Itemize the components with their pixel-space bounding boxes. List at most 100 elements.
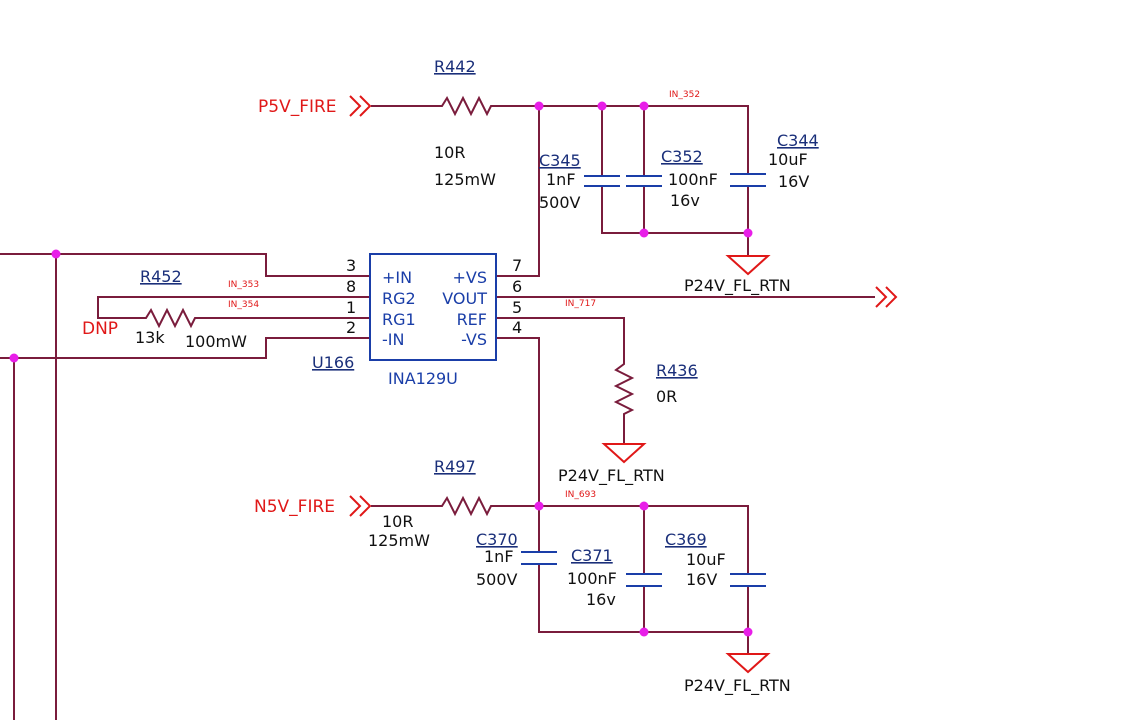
junction-dot [534, 501, 544, 511]
c371-voltage: 16v [586, 590, 616, 609]
c370-voltage: 500V [476, 570, 518, 589]
c344-ref: C344 [777, 131, 819, 150]
r442-value: 10R [434, 143, 465, 162]
r452-value: 13k [135, 328, 165, 347]
ic-body [369, 253, 497, 361]
net-label-dnp: DNP [82, 319, 118, 339]
capacitor-icon [626, 175, 662, 187]
capacitor-c345 [584, 175, 620, 187]
c352-voltage: 16v [670, 191, 700, 210]
wire-ref [497, 317, 625, 359]
ground-icon [725, 653, 771, 674]
r497-power: 125mW [368, 531, 430, 550]
net-label-p5v-fire: P5V_FIRE [258, 97, 337, 117]
c352-value: 100nF [668, 170, 718, 189]
net-label-in-352: IN_352 [669, 90, 700, 100]
pin-number: 2 [346, 318, 356, 337]
resistor-icon [434, 95, 498, 117]
wire-minus-in [0, 337, 371, 359]
wire-plus-in [0, 253, 371, 277]
junction-dot [639, 501, 649, 511]
wire-c345-bot [601, 185, 749, 234]
resistor-r452 [138, 307, 204, 329]
c352-ref: C352 [661, 147, 703, 166]
pin-number: 5 [512, 298, 522, 317]
p5v-port-icon [349, 95, 372, 117]
c345-voltage: 500V [539, 193, 581, 212]
pin-name: RG2 [382, 289, 416, 308]
capacitor-icon [730, 173, 766, 187]
junction-dot [534, 101, 544, 111]
port-arrows [349, 95, 898, 517]
pin-name: -VS [461, 330, 487, 349]
capacitor-c344 [730, 173, 766, 187]
r436-value: 0R [656, 387, 677, 406]
r436-ref: R436 [656, 361, 698, 380]
ground-icon [601, 443, 647, 464]
c344-voltage: 16V [778, 172, 809, 191]
c369-voltage: 16V [686, 570, 717, 589]
pin-name: REF [457, 310, 487, 329]
c345-value: 1nF [546, 170, 576, 189]
resistor-r497 [434, 495, 498, 517]
vout-port-icon [875, 286, 898, 308]
n5v-port-icon [349, 495, 372, 517]
r442-ref: R442 [434, 57, 476, 76]
u166-ref: U166 [312, 353, 354, 372]
junction-dot [9, 353, 19, 363]
junctions [9, 101, 753, 637]
capacitor-icon [730, 573, 766, 587]
c345-ref: C345 [539, 151, 581, 170]
resistor-icon [613, 358, 635, 420]
pin-number: 1 [346, 298, 356, 317]
c371-ref: C371 [571, 546, 613, 565]
r452-power: 100mW [185, 332, 247, 351]
junction-dot [639, 101, 649, 111]
c371-value: 100nF [567, 569, 617, 588]
capacitor-c352 [626, 175, 662, 187]
junction-dot [51, 249, 61, 259]
resistor-r436 [613, 358, 635, 420]
resistor-icon [138, 307, 204, 329]
c370-value: 1nF [484, 547, 514, 566]
net-label-in-354: IN_354 [228, 300, 259, 310]
net-label-n5v-fire: N5V_FIRE [254, 497, 335, 517]
wire-rg2 [97, 296, 371, 319]
ground-icon [725, 255, 771, 276]
ground-label: P24V_FL_RTN [684, 276, 791, 296]
pin-name: +VS [452, 268, 487, 287]
capacitor-icon [521, 551, 557, 565]
pin-name: -IN [382, 330, 404, 349]
pin-number: 8 [346, 277, 356, 296]
junction-dot [639, 627, 649, 637]
c370-ref: C370 [476, 530, 518, 549]
wire-plus-vs [497, 105, 540, 277]
junction-dot [597, 101, 607, 111]
net-label-in-717: IN_717 [565, 299, 596, 309]
pin-number: 6 [512, 277, 522, 296]
c344-value: 10uF [768, 150, 808, 169]
pin-number: 3 [346, 256, 356, 275]
pin-name: RG1 [382, 310, 416, 329]
r442-power: 125mW [434, 170, 496, 189]
junction-dot [743, 228, 753, 238]
r497-ref: R497 [434, 457, 476, 476]
capacitor-icon [584, 175, 620, 187]
resistor-icon [434, 495, 498, 517]
c369-value: 10uF [686, 550, 726, 569]
pin-name: +IN [382, 268, 412, 287]
resistor-r442 [434, 95, 498, 117]
r452-ref: R452 [140, 267, 182, 286]
ground-label: P24V_FL_RTN [558, 466, 665, 486]
wires [0, 105, 875, 720]
capacitor-c370 [521, 551, 557, 565]
capacitor-icon [626, 573, 662, 587]
capacitor-c369 [730, 573, 766, 587]
pin-number: 7 [512, 256, 522, 275]
wire-minus-vs [497, 337, 540, 553]
component-labels: R442 10R 125mW R497 10R 125mW R452 13k 1… [135, 57, 819, 609]
junction-dot [639, 228, 649, 238]
pin-name: VOUT [442, 289, 487, 308]
net-labels: P5V_FIRE N5V_FIRE DNP IN_352 IN_353 IN_3… [82, 90, 791, 696]
